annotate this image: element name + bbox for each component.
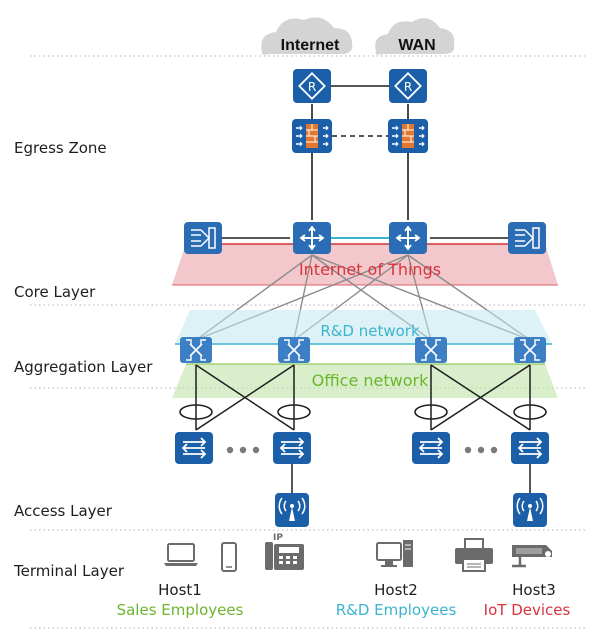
access-switch-3-icon[interactable] (411, 431, 451, 465)
internet-cloud (261, 17, 353, 55)
host3-role-label: IoT Devices (483, 601, 571, 619)
core-side-device-right-icon[interactable] (507, 221, 547, 255)
host2-role-label: R&D Employees (335, 601, 457, 619)
iot-plane (172, 243, 558, 286)
wan-label: WAN (398, 37, 435, 54)
egress-firewall-right-icon[interactable] (387, 118, 429, 154)
rnd-plane (175, 310, 552, 345)
access-layer-label: Access Layer (14, 502, 112, 520)
wireless-ap-right-icon[interactable] (512, 492, 548, 528)
more-switches-ellipsis-right (464, 446, 498, 454)
host1-role-label: Sales Employees (116, 601, 244, 619)
ip-phone-icon: IP (265, 533, 304, 570)
egress-router-left-icon[interactable] (292, 68, 332, 104)
aggregation-layer-label: Aggregation Layer (14, 358, 153, 376)
office-plane-label: Office network (312, 371, 430, 390)
rnd-plane-label: R&D network (320, 322, 420, 340)
mobile-phone-icon (221, 542, 237, 572)
host3-label: Host3 (512, 581, 556, 599)
access-switch-2-icon[interactable] (272, 431, 312, 465)
core-switch-right-icon[interactable] (388, 221, 428, 255)
printer-icon (455, 538, 493, 572)
wireless-ap-left-icon[interactable] (274, 492, 310, 528)
egress-router-right-icon[interactable] (388, 68, 428, 104)
egress-zone-label: Egress Zone (14, 139, 107, 157)
aggregation-switch-2-icon[interactable] (277, 336, 311, 364)
core-layer-label: Core Layer (14, 283, 96, 301)
more-switches-ellipsis-left (226, 446, 260, 454)
aggregation-switch-1-icon[interactable] (179, 336, 213, 364)
host2-label: Host2 (374, 581, 418, 599)
aggregation-switch-4-icon[interactable] (513, 336, 547, 364)
access-switch-4-icon[interactable] (510, 431, 550, 465)
iot-plane-label: Internet of Things (299, 260, 441, 279)
wan-cloud (375, 18, 455, 55)
internet-label: Internet (281, 37, 340, 54)
egress-links (311, 85, 409, 220)
access-switch-1-icon[interactable] (174, 431, 214, 465)
svg-text:IP: IP (273, 533, 283, 543)
egress-firewall-left-icon[interactable] (291, 118, 333, 154)
aggregation-switch-3-icon[interactable] (414, 336, 448, 364)
laptop-icon (164, 543, 198, 566)
terminal-layer-label: Terminal Layer (14, 562, 124, 580)
host1-label: Host1 (158, 581, 202, 599)
aggregation-access-links (179, 364, 547, 431)
office-plane (172, 363, 558, 398)
access-ap-links (291, 464, 531, 493)
core-side-device-left-icon[interactable] (183, 221, 223, 255)
core-switch-left-icon[interactable] (292, 221, 332, 255)
desktop-pc-icon (376, 540, 413, 567)
surveillance-camera-icon (512, 545, 552, 568)
